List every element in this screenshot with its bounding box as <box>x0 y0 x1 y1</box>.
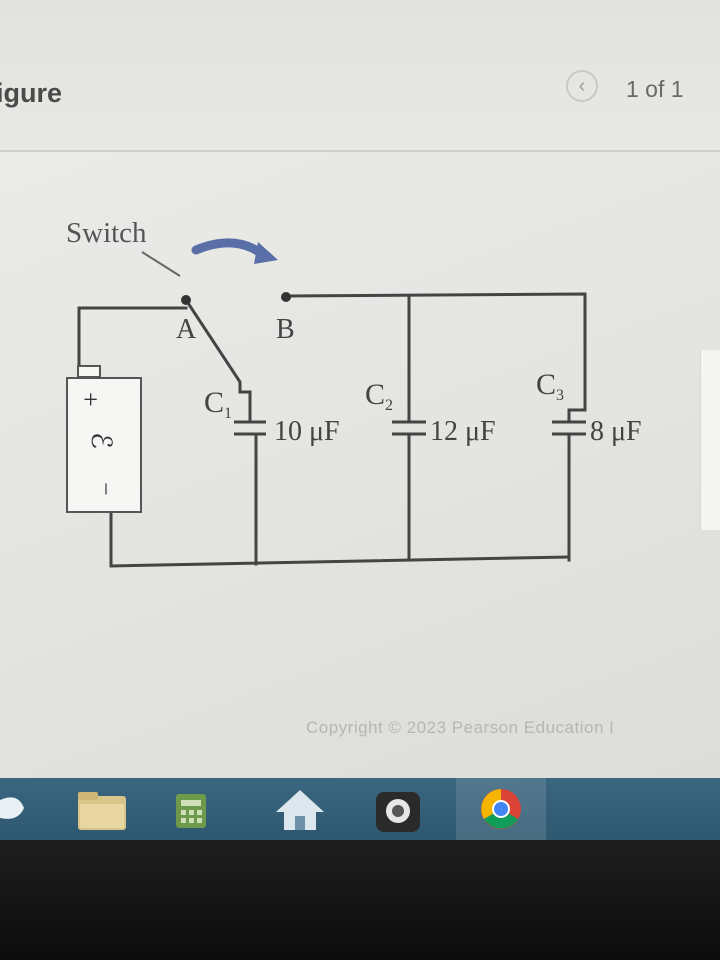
calculator-icon[interactable] <box>166 778 216 840</box>
page-indicator: 1 of 1 <box>626 76 684 102</box>
folder-icon[interactable] <box>72 778 132 840</box>
camera-app-icon[interactable] <box>370 778 426 840</box>
battery-minus-label: − <box>92 482 118 496</box>
terminal-a-label: A <box>176 314 197 345</box>
c1-label: C1 <box>204 386 232 422</box>
copyright-notice: Copyright © 2023 Pearson Education I <box>306 718 615 737</box>
monitor-bezel <box>0 840 720 960</box>
switch-pointer <box>141 251 181 277</box>
screen: igure ‹ 1 of 1 <box>0 0 720 790</box>
terminal-a-dot <box>181 295 191 305</box>
wire-c1-bottom <box>248 432 258 566</box>
circuit-diagram: + ℰ − Switch A B C1 C2 C3 10 μF 12 μF 8 … <box>66 217 642 568</box>
wire-top-right <box>284 292 587 424</box>
c3-name: C <box>536 368 556 401</box>
c1-name: C <box>204 386 224 419</box>
c1-value: 10 μF <box>274 416 340 447</box>
c3-value: 8 μF <box>590 416 642 447</box>
taskbar <box>0 778 720 840</box>
home-icon[interactable] <box>270 778 330 840</box>
battery-emf-label: ℰ <box>85 432 116 449</box>
c3-label: C3 <box>536 368 564 404</box>
chrome-icon[interactable] <box>456 778 546 840</box>
c2-label: C2 <box>365 378 393 414</box>
windows-logo-icon[interactable] <box>0 778 36 840</box>
c1-subscript: 1 <box>224 405 232 422</box>
battery-plus-label: + <box>76 392 105 407</box>
figure-header: igure ‹ 1 of 1 <box>0 0 720 152</box>
battery-icon <box>66 365 142 513</box>
wire-top-left <box>77 306 188 376</box>
curved-arrow-icon <box>191 238 278 264</box>
side-panel-edge <box>700 350 720 530</box>
wire-bottom <box>109 504 570 568</box>
previous-figure-button[interactable]: ‹ <box>566 70 598 102</box>
terminal-b-dot <box>281 292 291 302</box>
switch-blade <box>183 297 252 394</box>
figure-title: igure <box>0 78 63 108</box>
terminal-b-label: B <box>276 314 295 345</box>
chevron-left-icon: ‹ <box>578 74 586 97</box>
c2-subscript: 2 <box>385 397 393 414</box>
switch-label: Switch <box>66 217 147 249</box>
c2-value: 12 μF <box>430 416 496 447</box>
c2-name: C <box>365 378 385 411</box>
c3-subscript: 3 <box>556 387 564 404</box>
